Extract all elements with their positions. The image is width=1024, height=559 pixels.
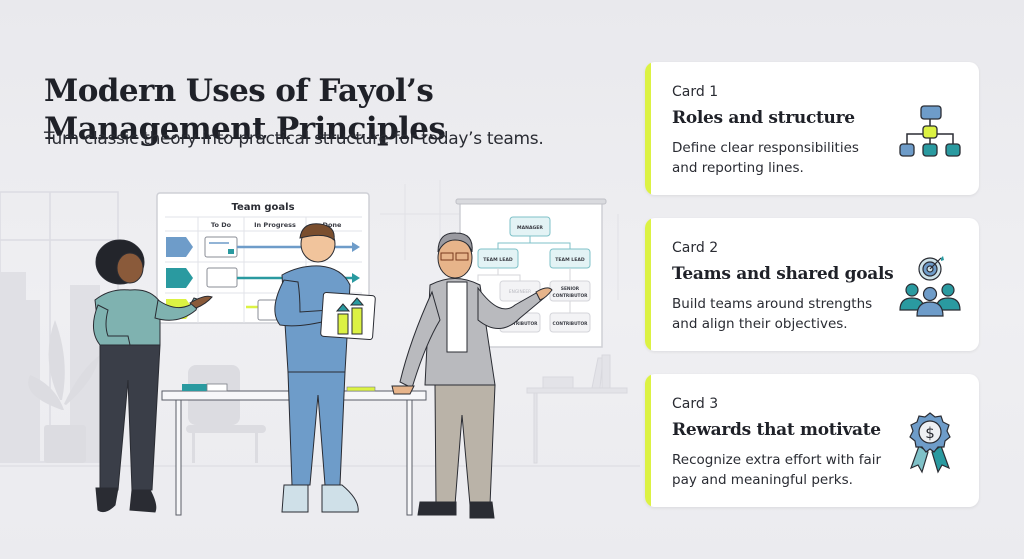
kanban-title: Team goals	[231, 202, 294, 213]
card-description-line: Define clear responsibilities	[672, 140, 859, 156]
page-subtitle: Turn classic theory into practical struc…	[44, 129, 544, 149]
card-accent-bar	[645, 62, 651, 195]
background-desk	[526, 354, 628, 464]
org-manager: MANAGER	[517, 225, 543, 231]
page-title-line-1: Modern Uses of Fayol’s	[44, 73, 434, 109]
card-description-line: and reporting lines.	[672, 160, 804, 176]
org-chart-icon	[899, 105, 961, 157]
card-accent-bar	[645, 374, 651, 507]
card-description-line: Build teams around strengths	[672, 296, 873, 312]
card-description-line: Recognize extra effort with fair	[672, 452, 882, 468]
card-description: Define clear responsibilities and report…	[672, 138, 887, 178]
card-accent-bar	[645, 218, 651, 351]
office-illustration: Team goals To Do In Progress Done	[0, 170, 640, 559]
card-teams-goals: Card 2 Teams and shared goals Build team…	[645, 218, 979, 351]
award-ribbon-icon: $	[909, 412, 951, 474]
svg-text:$: $	[925, 424, 935, 442]
card-label: Card 2	[672, 240, 719, 256]
card-description: Recognize extra effort with fair pay and…	[672, 450, 887, 490]
svg-text:SENIOR: SENIOR	[561, 286, 580, 292]
city-skyline	[0, 272, 100, 462]
woman-presenter	[93, 239, 213, 513]
card-description-line: pay and meaningful perks.	[672, 472, 853, 488]
chair	[186, 365, 266, 463]
card-title: Rewards that motivate	[672, 420, 881, 440]
card-label: Card 1	[672, 84, 719, 100]
team-target-icon	[899, 256, 961, 317]
card-label: Card 3	[672, 396, 719, 412]
page-title: Modern Uses of Fayol’s Management Princi…	[44, 72, 446, 148]
kanban-col-inprogress: In Progress	[254, 221, 296, 229]
page-title-line-2: Management Principles	[44, 111, 446, 147]
org-contributor-right: CONTRIBUTOR	[553, 321, 589, 327]
org-engineer: ENGINEER	[509, 289, 531, 295]
card-description-line: and align their objectives.	[672, 316, 848, 332]
card-roles-structure: Card 1 Roles and structure Define clear …	[645, 62, 979, 195]
card-rewards: Card 3 Rewards that motivate Recognize e…	[645, 374, 979, 507]
senior-presenter	[391, 232, 553, 519]
kanban-col-done: Done	[323, 221, 342, 229]
org-contributor-left: CONTRIBUTOR	[503, 321, 539, 327]
cards-column: Card 1 Roles and structure Define clear …	[645, 62, 979, 530]
plant-icon	[28, 320, 100, 463]
card-title: Teams and shared goals	[672, 264, 894, 284]
svg-text:CONTRIBUTOR: CONTRIBUTOR	[553, 293, 589, 299]
man-with-tablet	[274, 223, 376, 513]
card-description: Build teams around strengths and align t…	[672, 294, 887, 334]
kanban-col-todo: To Do	[211, 221, 232, 229]
org-team-lead-right: TEAM LEAD	[555, 257, 585, 263]
org-team-lead-left: TEAM LEAD	[483, 257, 513, 263]
card-title: Roles and structure	[672, 108, 855, 128]
